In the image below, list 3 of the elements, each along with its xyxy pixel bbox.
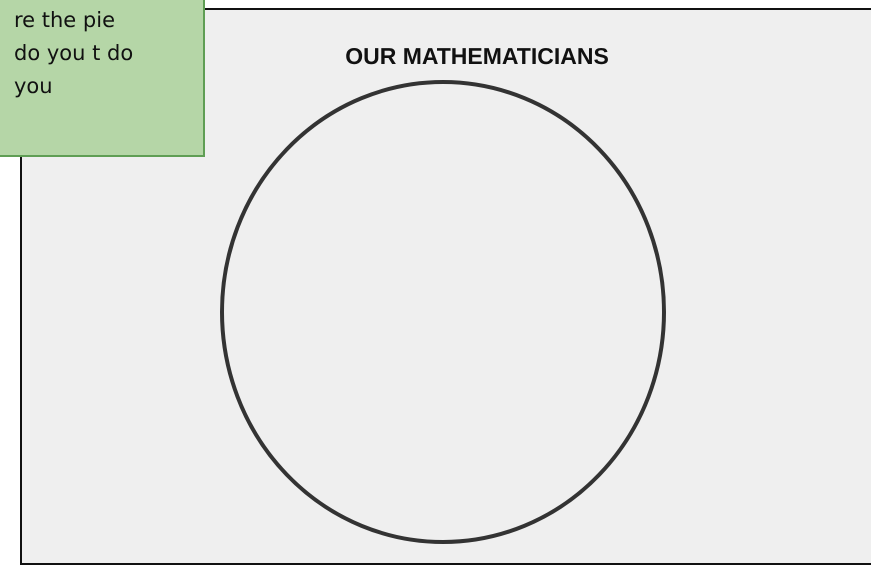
- instruction-text: re the pie do you t do you: [14, 7, 134, 100]
- heading: OUR MATHEMATICIANS: [344, 43, 610, 70]
- note-card: [0, 0, 205, 157]
